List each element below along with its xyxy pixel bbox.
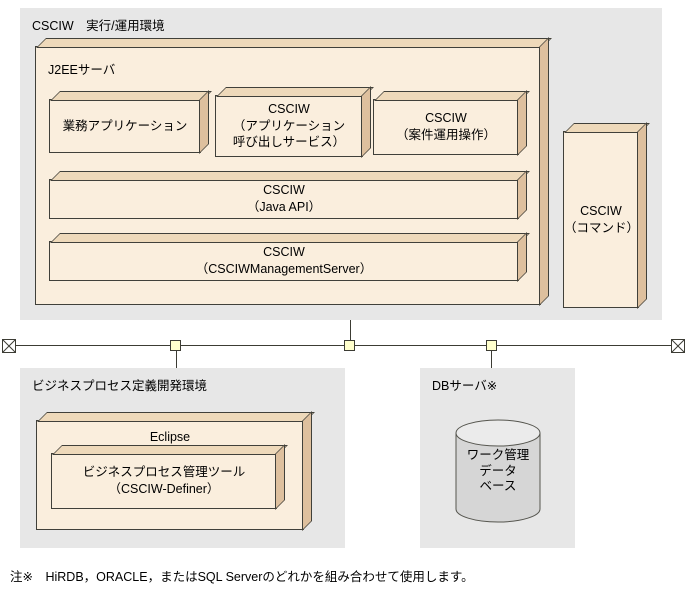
business-application-box: 業務アプリケーション — [49, 99, 201, 153]
db-server-panel: DBサーバ※ ワーク管理 データ ベース — [420, 368, 575, 548]
work-management-database-label: ワーク管理 データ ベース — [466, 448, 530, 494]
eclipse-label: Eclipse — [149, 430, 191, 444]
csciw-management-server-box: CSCIW （CSCIWManagementServer） — [49, 241, 519, 281]
db-server-title: DBサーバ※ — [432, 379, 498, 393]
footnote: 注※ HiRDB，ORACLE，またはSQL Serverのどれかを組み合わせて… — [10, 570, 474, 584]
j2ee-server-label: J2EEサーバ — [48, 63, 116, 77]
network-terminator-left-icon — [2, 339, 16, 353]
csciw-case-operation-label: CSCIW （案件運用操作） — [395, 111, 496, 142]
csciw-application-call-service-label: CSCIW （アプリケーション 呼び出しサービス） — [232, 101, 346, 150]
database-cylinder-icon — [455, 419, 541, 523]
csciw-java-api-label: CSCIW （Java API） — [246, 183, 322, 214]
work-management-database: ワーク管理 データ ベース — [454, 418, 542, 524]
development-environment-panel: ビジネスプロセス定義開発環境 Eclipse ビジネスプロセス管理ツール （CS… — [20, 368, 345, 548]
runtime-environment-title: CSCIW 実行/運用環境 — [32, 19, 165, 33]
eclipse-box: Eclipse ビジネスプロセス管理ツール （CSCIW-Definer） — [36, 420, 304, 530]
csciw-java-api-box: CSCIW （Java API） — [49, 179, 519, 219]
development-network-connector-line — [176, 345, 177, 368]
csciw-definer-box: ビジネスプロセス管理ツール （CSCIW-Definer） — [51, 453, 277, 509]
csciw-case-operation-box: CSCIW （案件運用操作） — [373, 99, 519, 155]
csciw-application-call-service-box: CSCIW （アプリケーション 呼び出しサービス） — [215, 95, 363, 157]
csciw-command-label: CSCIW （コマンド） — [564, 203, 640, 235]
network-node-runtime — [344, 340, 355, 351]
network-node-development — [170, 340, 181, 351]
j2ee-server-box: J2EEサーバ 業務アプリケーション CSCIW （アプリケーション 呼び出しサ… — [35, 46, 541, 305]
csciw-definer-label: ビジネスプロセス管理ツール （CSCIW-Definer） — [82, 465, 246, 496]
network-node-db — [486, 340, 497, 351]
runtime-environment-panel: CSCIW 実行/運用環境 J2EEサーバ 業務アプリケーション CSCIW （… — [20, 8, 662, 320]
db-network-connector-line — [491, 345, 492, 368]
network-terminator-right-icon — [671, 339, 685, 353]
runtime-network-connector-line — [350, 320, 351, 345]
business-application-label: 業務アプリケーション — [62, 118, 188, 133]
csciw-command-box: CSCIW （コマンド） — [563, 131, 639, 308]
development-environment-title: ビジネスプロセス定義開発環境 — [32, 379, 208, 393]
network-line — [9, 345, 678, 346]
csciw-management-server-label: CSCIW （CSCIWManagementServer） — [195, 245, 373, 276]
